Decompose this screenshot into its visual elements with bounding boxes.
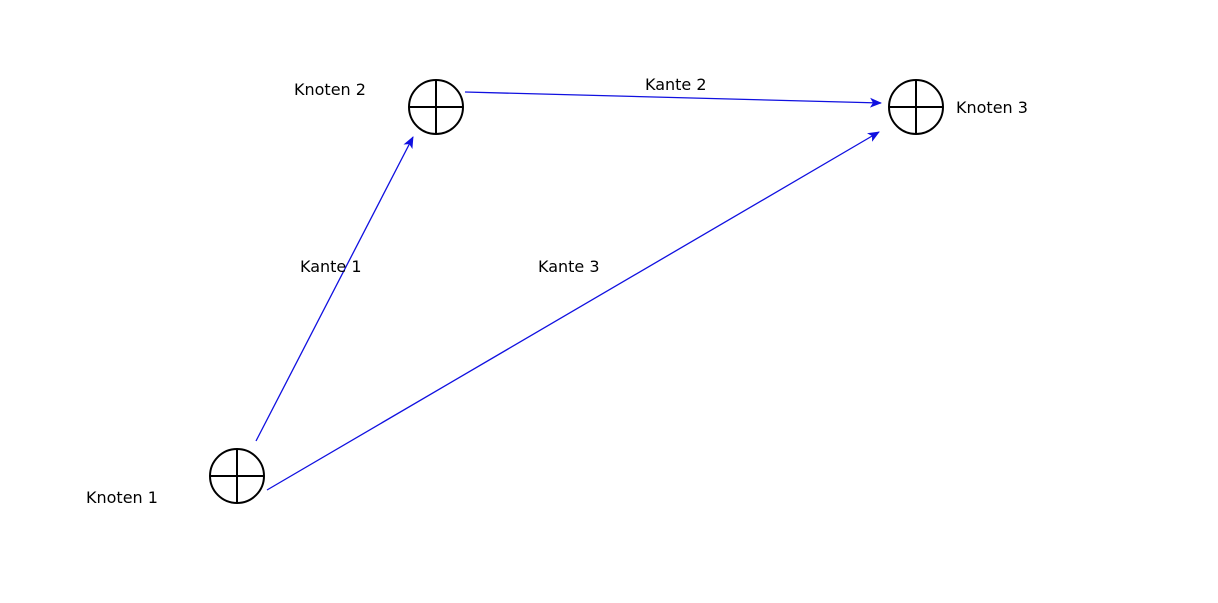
edges <box>255 91 882 491</box>
node-label-knoten-2: Knoten 2 <box>294 80 366 99</box>
edge-label-kante-3: Kante 3 <box>538 257 600 276</box>
node-label-knoten-3: Knoten 3 <box>956 98 1028 117</box>
edge-kante-1[interactable] <box>255 136 414 442</box>
edge-label-kante-2: Kante 2 <box>645 75 707 94</box>
node-knoten-2[interactable] <box>408 79 464 135</box>
node-knoten-3[interactable] <box>888 79 944 135</box>
node-knoten-1[interactable] <box>209 448 265 504</box>
node-label-knoten-1: Knoten 1 <box>86 488 158 507</box>
edge-kante-2[interactable] <box>464 91 882 108</box>
edge-label-kante-1: Kante 1 <box>300 257 362 276</box>
edge-kante-3[interactable] <box>266 131 880 491</box>
